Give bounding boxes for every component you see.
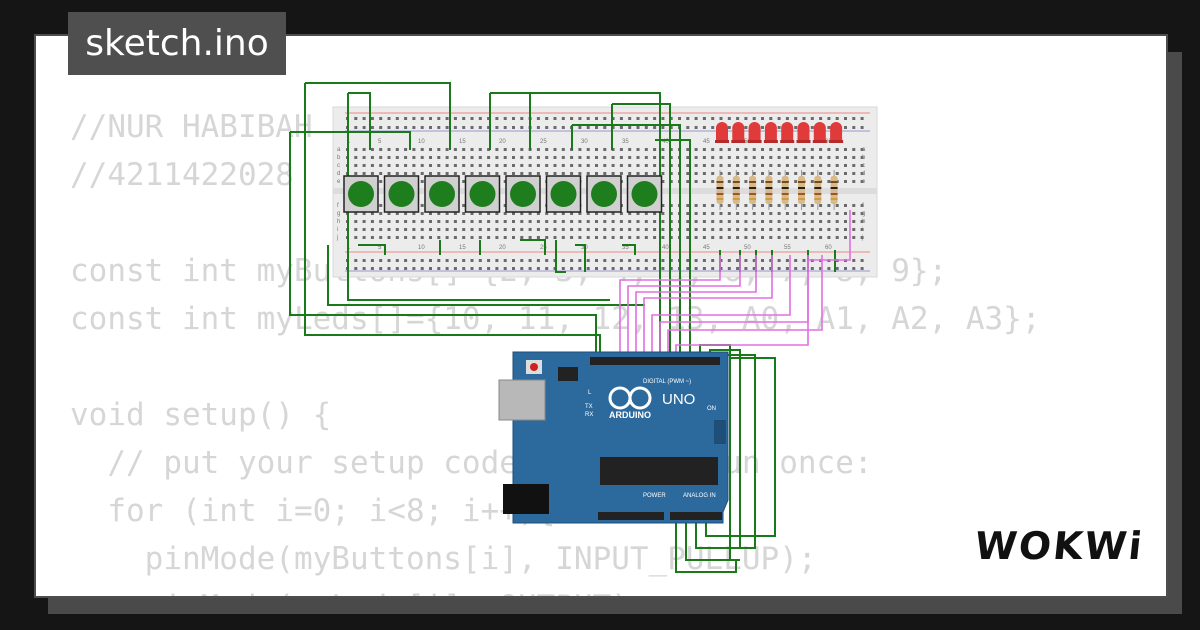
row-letter: i [862,227,863,233]
resistor [732,170,740,210]
column-number: 5 [378,139,382,145]
push-button[interactable] [464,175,501,213]
push-button[interactable] [505,175,541,213]
row-letter: h [337,219,340,225]
row-letter: f [862,203,864,209]
column-number: 45 [703,139,710,145]
code-line: //4211422028 [70,157,294,193]
row-letter: g [337,211,340,217]
row-letter: a [862,147,866,153]
red-led [715,122,729,143]
column-number: 60 [825,139,832,145]
row-letter: j [861,235,863,241]
tx-led-label: TX [585,404,593,410]
resistor [830,170,838,210]
column-number: 25 [540,245,547,251]
row-letter: e [862,179,866,185]
push-button[interactable] [545,175,582,213]
red-led [780,122,795,143]
column-number: 55 [784,245,791,251]
l-led-label: L [588,390,592,396]
column-number: 15 [459,139,466,145]
column-number: 30 [581,139,588,145]
on-led-label: ON [707,406,716,412]
column-number: 20 [499,245,506,251]
column-number: 40 [662,245,669,251]
resistor [765,170,773,210]
red-led [731,122,746,143]
violet-wires [619,210,851,360]
resistor [781,170,789,210]
row-letter: d [862,171,865,177]
column-number: 50 [744,245,751,251]
red-led [747,122,762,143]
column-number: 10 [418,139,425,145]
red-led [829,122,844,143]
column-number: 60 [825,245,832,251]
column-number: 15 [459,245,466,251]
analog-header-label: ANALOG IN [683,493,716,499]
column-number: 20 [499,139,506,145]
row-letter: a [337,147,341,153]
row-letter: h [862,219,865,225]
sketch-filename-tab[interactable]: sketch.ino [68,12,286,75]
row-letter: c [862,163,865,169]
row-letter: d [337,171,340,177]
arduino-model-label: UNO [662,391,695,408]
arduino-uno-board: UNO ARDUINO DIGITAL (PWM ~) ANALOG IN PO… [498,351,729,524]
column-number: 40 [662,139,669,145]
row-letter: b [337,155,341,161]
red-led [812,122,827,143]
row-letter: c [337,163,340,169]
resistors [716,170,838,210]
push-buttons [343,175,663,213]
column-number: 5 [378,245,382,251]
column-number: 35 [622,139,629,145]
row-letter: e [337,179,341,185]
code-line: pinMode(myButtons[i], INPUT_PULLUP); [70,541,817,577]
resistor [798,170,805,210]
digital-header-label: DIGITAL (PWM ~) [643,379,691,385]
code-line: void setup() { [70,397,332,433]
row-letter: f [337,203,339,209]
arduino-brand-label: ARDUINO [609,410,651,420]
resistor [716,170,724,210]
resistor [814,170,822,210]
power-header-label: POWER [643,493,666,499]
push-button[interactable] [424,175,460,213]
push-button[interactable] [626,175,663,213]
leds [715,122,844,143]
red-led [763,122,778,143]
push-button[interactable] [383,175,420,213]
row-letter: i [337,227,338,233]
row-letter: b [862,155,866,161]
row-letter: g [862,211,865,217]
column-number: 25 [540,139,547,145]
code-line: pinMode(myLeds[i], OUTPUT); [70,583,1041,596]
column-number: 45 [703,245,710,251]
column-number: 35 [622,245,629,251]
red-led [796,122,811,143]
column-number: 10 [418,245,425,251]
resistor [749,170,757,210]
wokwi-logo: WOKWi [972,524,1146,568]
row-letter: j [336,235,338,241]
push-button[interactable] [343,175,379,213]
rx-led-label: RX [585,412,593,418]
code-line: for (int i=0; i<8; i++){ [70,493,556,529]
push-button[interactable] [586,175,622,213]
